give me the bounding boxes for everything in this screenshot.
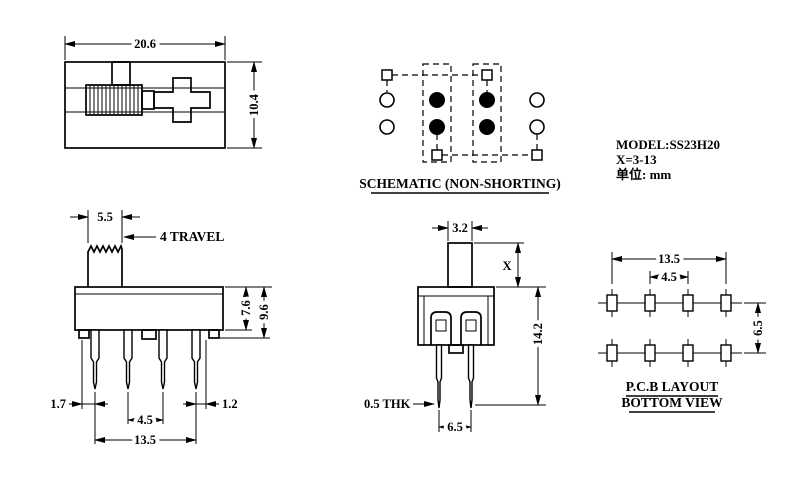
pcb-span-dim: 13.5 (658, 252, 680, 266)
terminal-open (379, 92, 395, 108)
front-span-dim: 13.5 (134, 433, 156, 447)
pin-back-row (467, 344, 475, 409)
switch-body (74, 286, 224, 331)
pin-4 (191, 329, 201, 390)
slider-position-square (531, 149, 543, 161)
pcb-layout: 13.5 4.5 6.5 P.C.B LAYOUT BOTTOM VIEW (598, 248, 769, 413)
top-view-body-outline (64, 61, 226, 149)
pcb-subtitle: BOTTOM VIEW (621, 395, 723, 410)
slider-position-square (381, 69, 393, 81)
slider-contact-dashed-left (422, 63, 452, 163)
schematic-title: SCHEMATIC (NON-SHORTING) (359, 176, 560, 191)
foot-right (208, 329, 220, 339)
pcb-pad (682, 294, 694, 312)
pin-front-row (435, 344, 443, 409)
model-number: MODEL:SS23H20 (616, 137, 720, 152)
terminal-filled (479, 119, 495, 135)
top-view-height-dim: 10.4 (247, 93, 261, 116)
front-right-offset-dim: 1.2 (222, 397, 238, 411)
pcb-pad (682, 344, 694, 362)
bottom-tab (448, 344, 464, 354)
terminal-filled (479, 92, 495, 108)
slider-position-square (431, 149, 443, 161)
pcb-row-pitch-dim: 6.5 (751, 320, 765, 336)
unit-note: 单位: mm (616, 167, 671, 182)
terminal-open (379, 119, 395, 135)
x-range: X=3-13 (616, 152, 657, 167)
pcb-pad (720, 344, 732, 362)
knob-serrated (87, 243, 123, 287)
terminal-open (529, 119, 545, 135)
terminal-open (529, 92, 545, 108)
side-knob-width-dim: 3.2 (452, 221, 468, 235)
contact-right (460, 311, 482, 345)
travel-label: 4 TRAVEL (160, 229, 224, 244)
side-total-height-dim: 14.2 (531, 323, 545, 345)
front-left-offset-dim: 1.7 (50, 397, 66, 411)
foot-left (78, 329, 90, 339)
top-view: 20.6 10.4 (64, 33, 265, 149)
side-view: 3.2 X 14.2 0.5 THK 6.5 (364, 217, 549, 438)
front-pitch-dim: 4.5 (137, 413, 153, 427)
pin-2 (123, 329, 133, 390)
contact-left (430, 311, 452, 345)
mounting-tab (111, 61, 131, 86)
side-thickness-label: 0.5 THK (364, 397, 411, 411)
foot-center (141, 329, 157, 340)
knurl-hatch-lines (89, 85, 139, 115)
pcb-pad (644, 294, 656, 312)
slider-position-square (481, 69, 493, 81)
pad-column-centerlines (611, 289, 727, 367)
side-row-pitch-dim: 6.5 (447, 420, 463, 434)
contact-detail (465, 319, 477, 332)
top-view-width-dim: 20.6 (134, 37, 156, 51)
pin-1 (90, 329, 100, 390)
schematic: SCHEMATIC (NON-SHORTING) (359, 63, 561, 194)
actuator-cross-slot (153, 77, 211, 123)
contact-detail (435, 319, 447, 332)
knob-end-cap (141, 90, 155, 110)
pcb-pad (606, 344, 618, 362)
pin-3 (158, 329, 168, 390)
terminal-filled (429, 119, 445, 135)
terminal-filled (429, 92, 445, 108)
pcb-title: P.C.B LAYOUT (626, 379, 718, 394)
pcb-pad (644, 344, 656, 362)
front-knob-width-dim: 5.5 (97, 210, 113, 224)
pcb-pitch-dim: 4.5 (661, 270, 677, 284)
pcb-pad (606, 294, 618, 312)
front-total-height-dim: 9.6 (257, 304, 271, 320)
slider-contact-dashed-right (472, 63, 502, 163)
spec-block: MODEL:SS23H20 X=3-13 单位: mm (616, 137, 720, 182)
knob-side (447, 242, 473, 288)
front-body-height-dim: 7.6 (239, 300, 253, 316)
front-view: 5.5 4 TRAVEL 7.6 9.6 1.7 1.2 4.5 13.5 (46, 206, 275, 451)
pcb-pad (720, 294, 732, 312)
side-knob-height-dim: X (502, 259, 511, 273)
